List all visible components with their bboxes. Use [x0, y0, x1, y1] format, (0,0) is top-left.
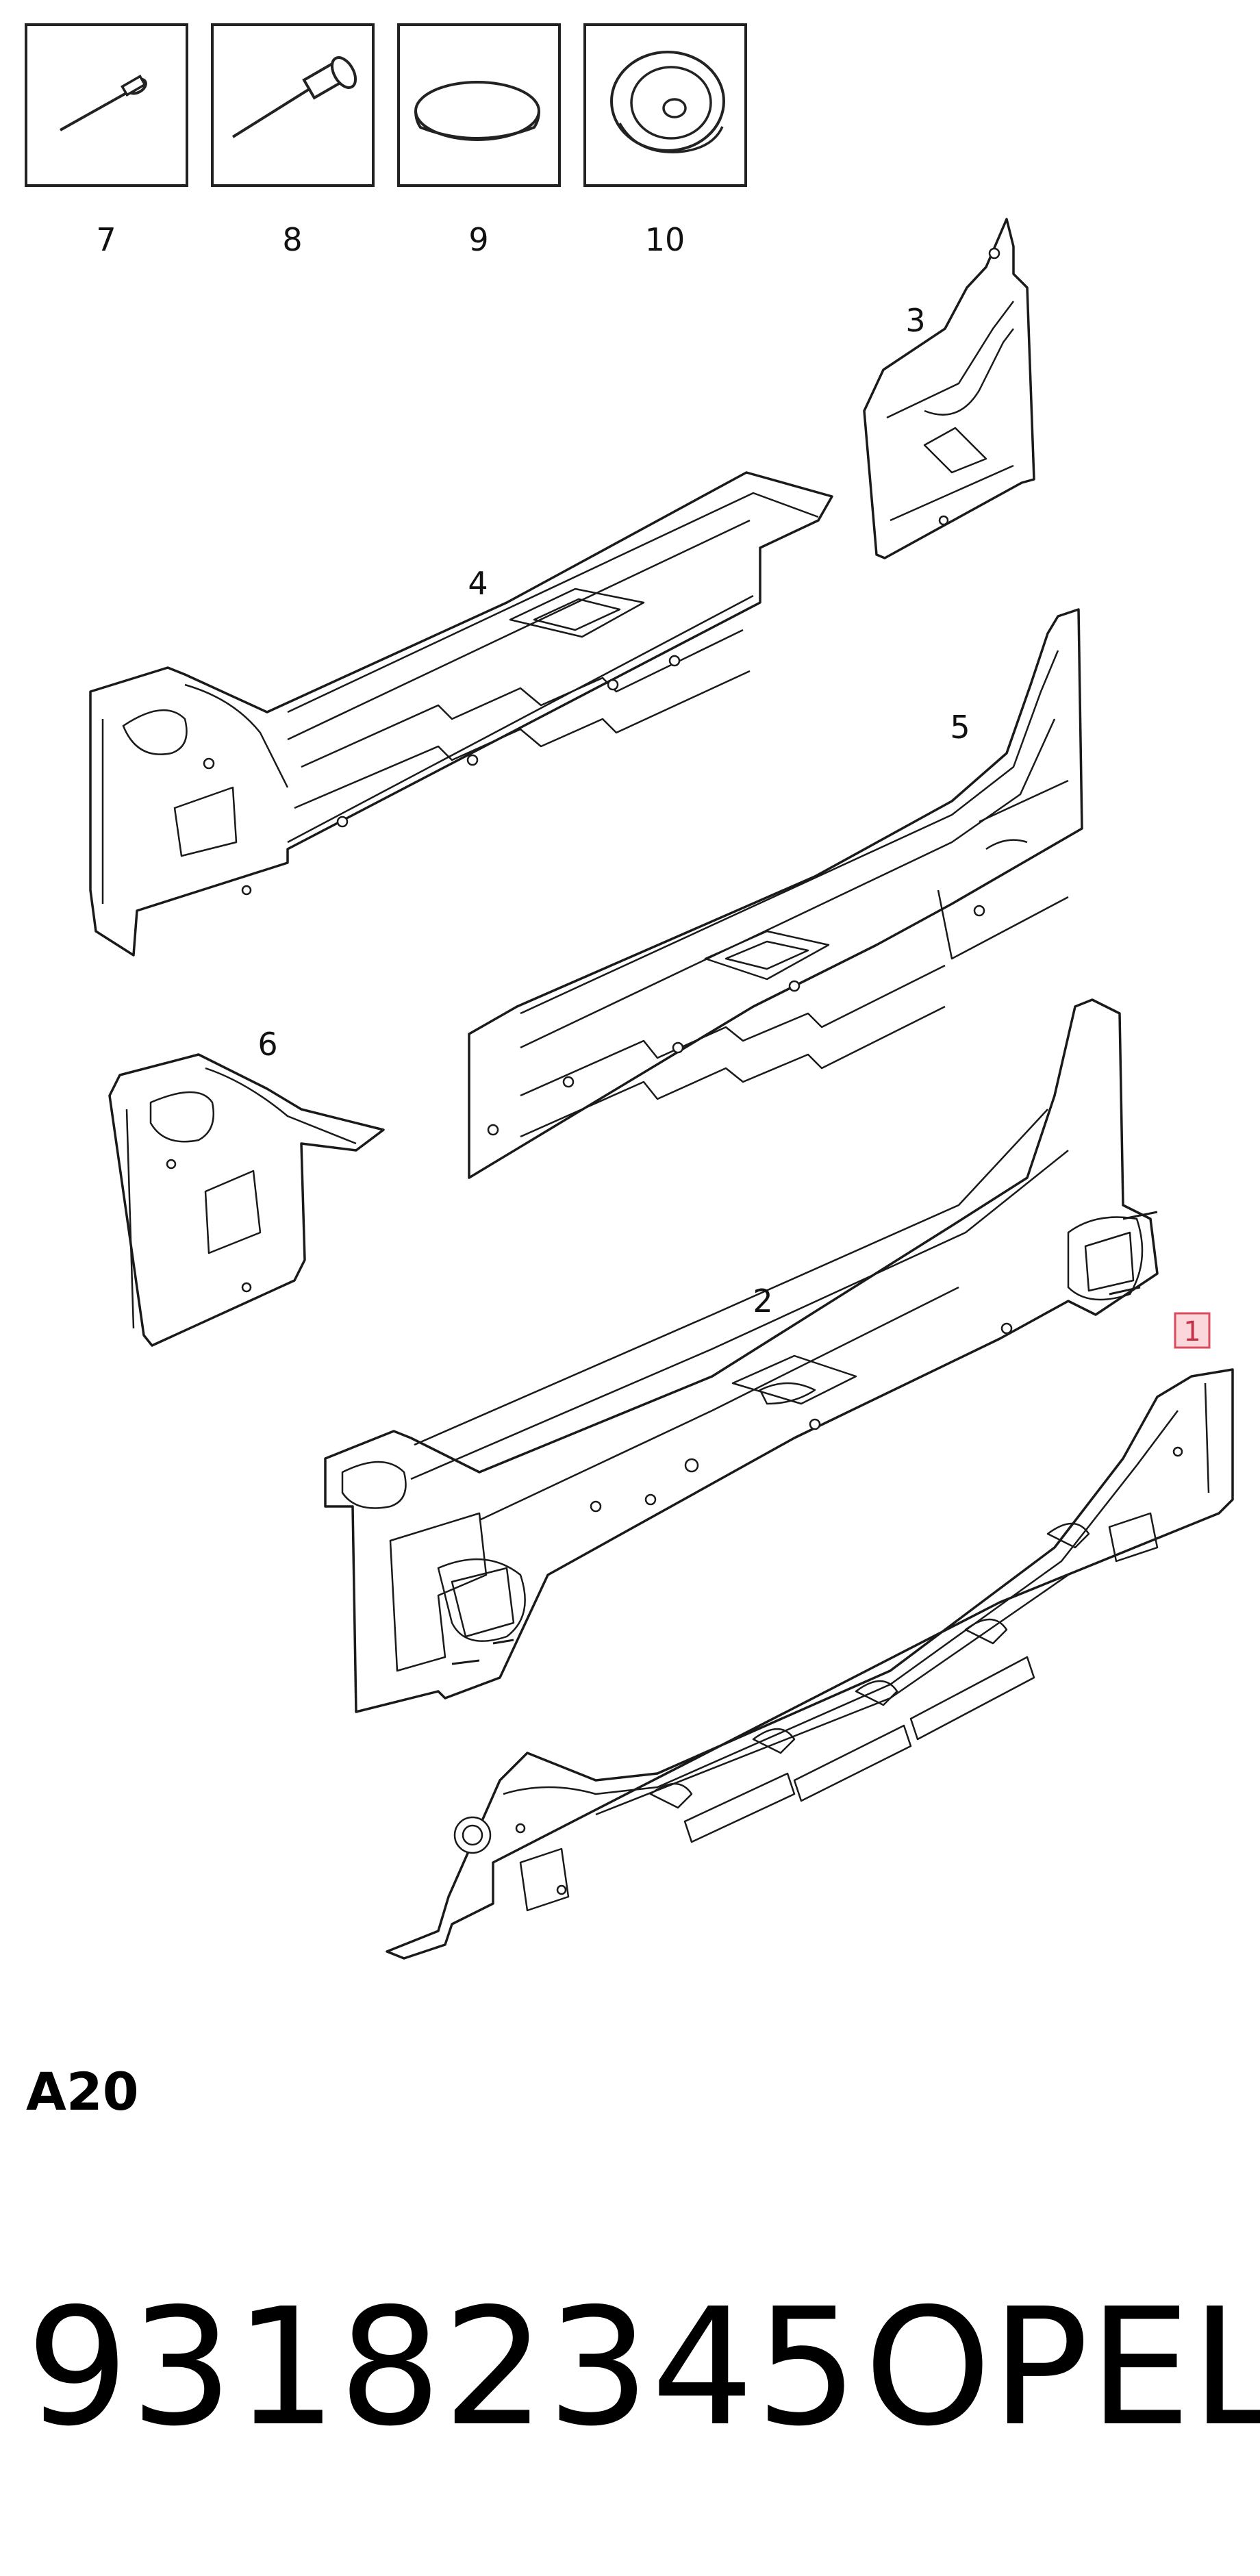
brand-name: OPEL	[864, 2273, 1260, 2462]
callout-1-highlight[interactable]: 1	[1174, 1312, 1211, 1349]
thumbnail-10-label: 10	[645, 221, 685, 258]
callout-6: 6	[257, 1026, 277, 1063]
callout-3: 3	[905, 302, 925, 339]
thumbnail-9[interactable]: 9	[397, 23, 561, 258]
section-code: A20	[26, 2061, 139, 2122]
thumbnail-7[interactable]: 7	[25, 23, 188, 258]
callout-1: 1	[1183, 1316, 1200, 1348]
callout-4: 4	[468, 565, 488, 602]
part-4-rear-panel-upper[interactable]	[89, 471, 833, 957]
thumbnail-10[interactable]: 10	[583, 23, 747, 258]
part-5-rear-panel-middle[interactable]	[468, 608, 1083, 1179]
thumbnail-7-label: 7	[96, 221, 116, 258]
part-6-corner-bracket[interactable]	[108, 1053, 385, 1347]
thumbnail-8-label: 8	[282, 221, 302, 258]
part-3-bracket[interactable]	[863, 218, 1035, 559]
disc-plug-icon	[414, 81, 540, 141]
callout-5: 5	[950, 709, 970, 746]
rivet-large-icon	[231, 56, 357, 138]
part-2-rear-panel-assembly[interactable]	[324, 998, 1159, 1713]
callout-2: 2	[753, 1283, 772, 1319]
grommet-plug-icon	[610, 51, 725, 153]
rivet-small-icon	[60, 75, 147, 131]
part-1-rear-panel-lower[interactable]	[386, 1368, 1234, 1960]
thumbnail-9-label: 9	[468, 221, 488, 258]
part-number: 93182345	[26, 2273, 860, 2462]
thumbnail-8[interactable]: 8	[211, 23, 375, 258]
